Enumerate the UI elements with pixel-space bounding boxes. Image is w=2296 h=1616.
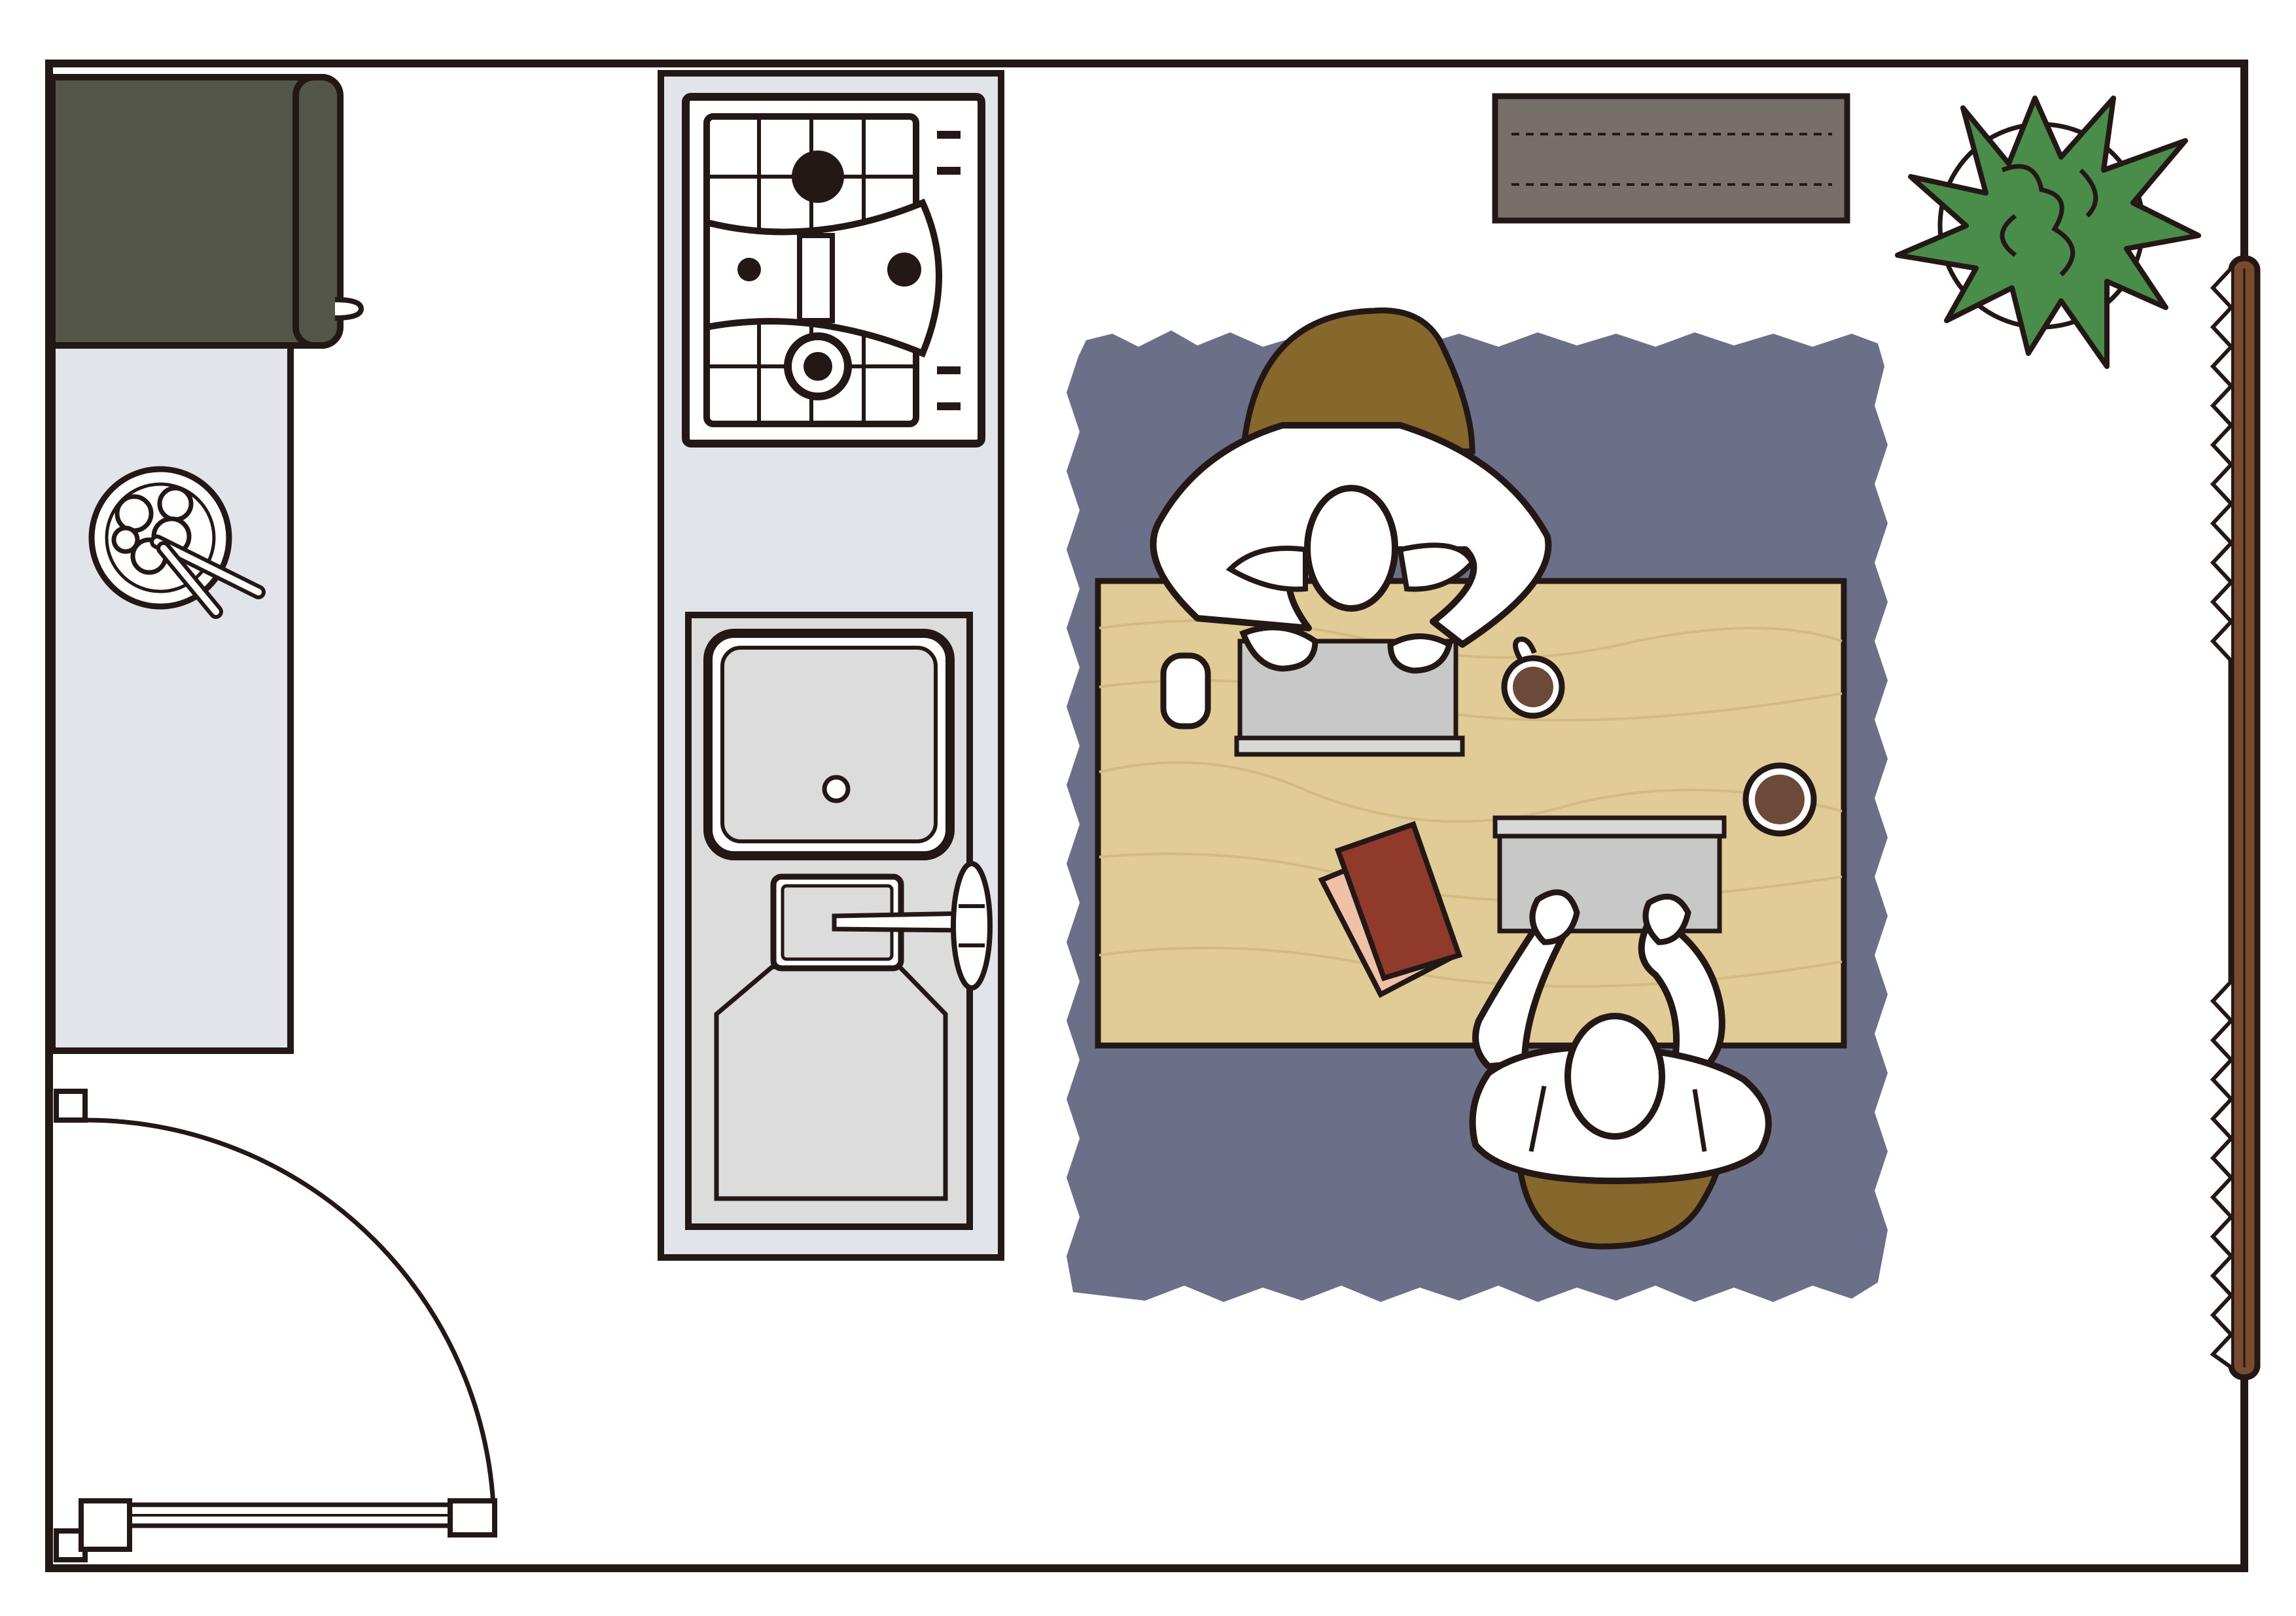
gas-stove-icon <box>682 93 985 448</box>
curtain-icon <box>2210 255 2261 1380</box>
computer-mouse-icon <box>1160 652 1211 729</box>
refrigerator-icon <box>49 74 364 349</box>
coffee-cup-icon <box>1501 637 1565 719</box>
books-icon <box>1318 820 1463 998</box>
coffee-cup-icon <box>1742 762 1817 837</box>
person-icon <box>1469 889 1772 1185</box>
chair-icon <box>1240 307 1475 455</box>
potted-plant-icon <box>1895 96 2201 369</box>
side-counter <box>49 342 294 1054</box>
swing-door-icon <box>54 1089 497 1562</box>
person-icon <box>1150 422 1552 674</box>
doormat-icon <box>1492 93 1850 224</box>
faucet-icon <box>770 861 993 991</box>
dining-table-icon <box>1095 578 1847 1049</box>
fruit-plate-icon <box>88 466 266 619</box>
